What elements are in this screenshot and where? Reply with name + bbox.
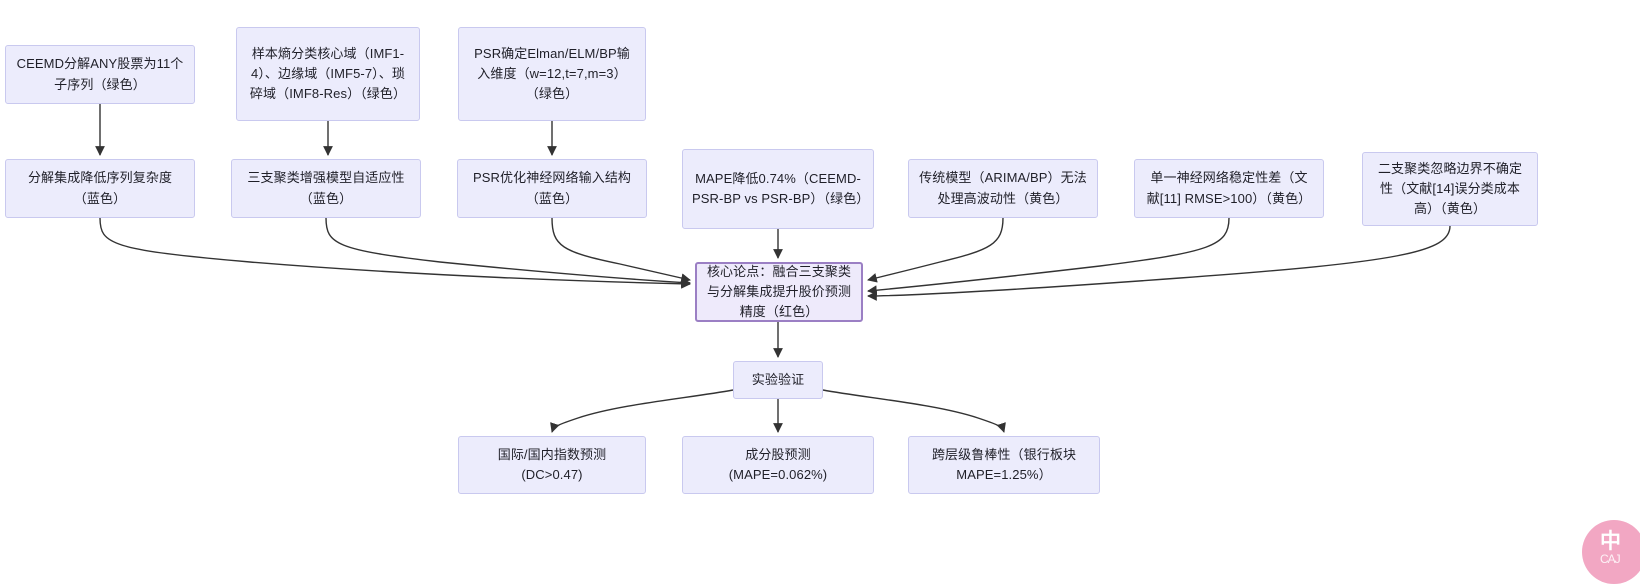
node-label: 单一神经网络稳定性差（文献[11] RMSE>100）（黄色） [1146,170,1312,206]
watermark-text: 中 [1600,530,1621,553]
node-label: 实验验证 [751,371,805,387]
node-single-nn-instability[interactable]: 单一神经网络稳定性差（文献[11] RMSE>100）（黄色） [1134,159,1324,218]
node-label: PSR优化神经网络输入结构（蓝色） [472,170,632,206]
node-three-way-clustering-adaptivity[interactable]: 三支聚类增强模型自适应性（蓝色） [231,159,421,218]
edge-twoway-to-core [867,225,1451,301]
node-decomposition-reduces-complexity[interactable]: 分解集成降低序列复杂度（蓝色） [5,159,195,218]
node-mape-reduction[interactable]: MAPE降低0.74%（CEEMD-PSR-BP vs PSR-BP）（绿色） [682,149,874,229]
node-ceemd-decomposition[interactable]: CEEMD分解ANY股票为11个子序列（绿色） [5,45,195,104]
node-label: 样本熵分类核心域（IMF1-4）、边缘域（IMF5-7）、琐碎域（IMF8-Re… [249,45,407,102]
node-label: 二支聚类忽略边界不确定性（文献[14]误分类成本高）（黄色） [1377,160,1523,217]
node-cross-level-robustness[interactable]: 跨层级鲁棒性（银行板块 MAPE=1.25%） [908,436,1100,494]
node-traditional-model-limitation[interactable]: 传统模型（ARIMA/BP）无法处理高波动性（黄色） [908,159,1098,218]
node-constituent-stock-forecast[interactable]: 成分股预测 (MAPE=0.062%) [682,436,874,494]
node-core-claim[interactable]: 核心论点：融合三支聚类与分解集成提升股价预测精度（红色） [695,262,863,322]
edge-singlenn-to-core [867,217,1230,296]
node-psr-optimizes-nn-input[interactable]: PSR优化神经网络输入结构（蓝色） [457,159,647,218]
node-label: MAPE降低0.74%（CEEMD-PSR-BP vs PSR-BP）（绿色） [692,170,870,206]
watermark-subtext: CAJ [1600,552,1621,566]
node-label: CEEMD分解ANY股票为11个子序列（绿色） [16,56,184,92]
edge-experiment-to-robustness [822,389,1006,433]
node-psr-input-dimension[interactable]: PSR确定Elman/ELM/BP输入维度（w=12,t=7,m=3）（绿色） [458,27,646,121]
node-label: 分解集成降低序列复杂度（蓝色） [27,170,173,206]
watermark-badge: 中 CAJ [1582,520,1640,584]
node-index-forecast[interactable]: 国际/国内指数预测 (DC>0.47) [458,436,646,494]
node-sample-entropy-classification[interactable]: 样本熵分类核心域（IMF1-4）、边缘域（IMF5-7）、琐碎域（IMF8-Re… [236,27,420,121]
node-label: 三支聚类增强模型自适应性（蓝色） [247,170,405,206]
node-label: PSR确定Elman/ELM/BP输入维度（w=12,t=7,m=3）（绿色） [474,45,630,102]
node-label: 国际/国内指数预测 (DC>0.47) [497,446,607,482]
node-label: 跨层级鲁棒性（银行板块 MAPE=1.25%） [931,446,1077,482]
edge-experiment-to-index [550,389,734,433]
edge-psropt-to-core [551,217,691,283]
node-experiment-validation[interactable]: 实验验证 [733,361,823,399]
node-label: 成分股预测 (MAPE=0.062%) [728,446,828,482]
edge-threeway-to-core [325,217,691,288]
node-label: 核心论点：融合三支聚类与分解集成提升股价预测精度（红色） [706,263,852,320]
node-two-way-clustering-limitation[interactable]: 二支聚类忽略边界不确定性（文献[14]误分类成本高）（黄色） [1362,152,1538,226]
node-label: 传统模型（ARIMA/BP）无法处理高波动性（黄色） [919,170,1087,206]
edge-traditional-to-core [867,217,1004,283]
edge-decomp-to-core [99,217,691,289]
